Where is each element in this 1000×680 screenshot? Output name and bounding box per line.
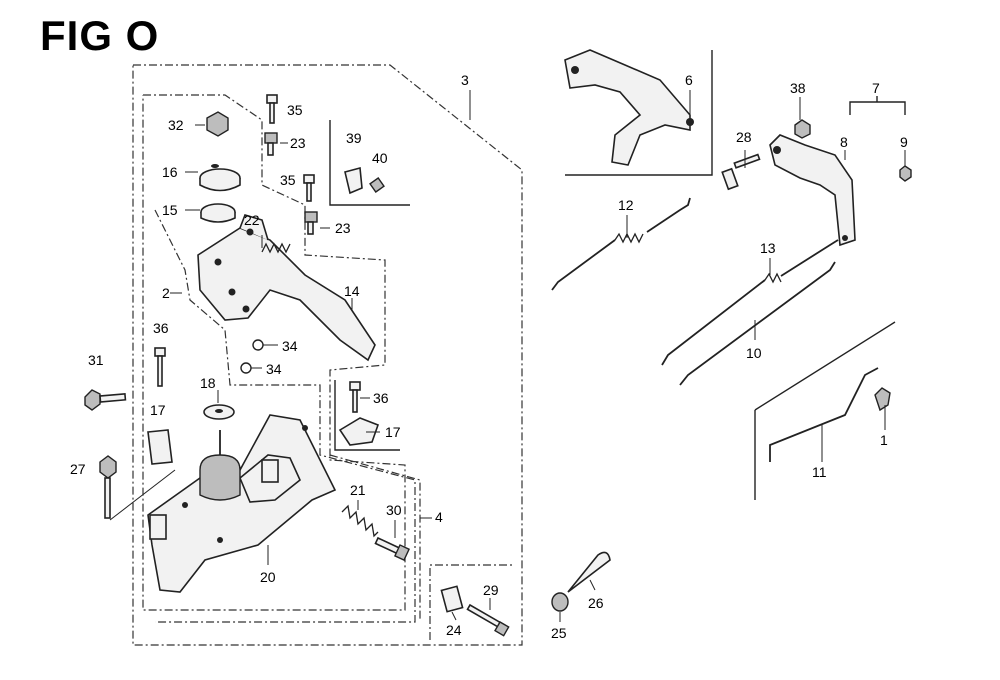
callout-31: 31 bbox=[88, 352, 104, 368]
callout-21: 21 bbox=[350, 482, 366, 498]
knob-grip-26 bbox=[567, 551, 611, 593]
callout-36a: 36 bbox=[153, 320, 169, 336]
callout-6: 6 bbox=[685, 72, 693, 88]
cable-13 bbox=[661, 239, 839, 366]
callout-10: 10 bbox=[746, 345, 762, 361]
spring-22 bbox=[261, 242, 291, 254]
callout-22: 22 bbox=[244, 212, 260, 228]
callout-9: 9 bbox=[900, 134, 908, 150]
callout-17b: 17 bbox=[385, 424, 401, 440]
kit-box-24-29 bbox=[429, 564, 515, 640]
spring-wire-12 bbox=[551, 197, 691, 291]
washer-15 bbox=[200, 203, 236, 223]
cable-10 bbox=[679, 261, 836, 386]
base-plate-20 bbox=[147, 414, 337, 593]
bolt-27 bbox=[99, 455, 117, 519]
rod-11 bbox=[769, 367, 879, 462]
leader-lines bbox=[170, 90, 906, 622]
callout-16: 16 bbox=[162, 164, 178, 180]
bolt-35-lower bbox=[303, 174, 315, 202]
callout-30: 30 bbox=[386, 502, 402, 518]
bolt-35-upper bbox=[266, 94, 278, 124]
callout-35b: 35 bbox=[280, 172, 296, 188]
nut-9 bbox=[899, 165, 912, 182]
callout-25: 25 bbox=[551, 625, 567, 641]
nut-32 bbox=[206, 111, 229, 137]
callout-14: 14 bbox=[344, 283, 360, 299]
callout-38: 38 bbox=[790, 80, 806, 96]
assembly-outline-4 bbox=[329, 454, 421, 620]
assembly-outline-2 bbox=[142, 94, 406, 611]
callout-12: 12 bbox=[618, 197, 634, 213]
callout-34a: 34 bbox=[282, 338, 298, 354]
kit-box-17-36 bbox=[334, 380, 400, 451]
cable-clamp-17-left bbox=[147, 429, 173, 465]
lever-subassembly-outline bbox=[154, 209, 416, 623]
callout-8: 8 bbox=[840, 134, 848, 150]
rubber-mount bbox=[199, 430, 241, 501]
spring-21 bbox=[341, 504, 379, 538]
clip-1 bbox=[874, 387, 891, 412]
callout-40: 40 bbox=[372, 150, 388, 166]
callout-32: 32 bbox=[168, 117, 184, 133]
callout-35a: 35 bbox=[287, 102, 303, 118]
collar-24 bbox=[440, 585, 464, 613]
callout-2: 2 bbox=[162, 285, 170, 301]
cable-clamp-17-right bbox=[338, 417, 380, 446]
callout-4: 4 bbox=[435, 509, 443, 525]
control-arm-8 bbox=[769, 134, 856, 247]
callout-23a: 23 bbox=[290, 135, 306, 151]
assembly-outline-3 bbox=[132, 64, 523, 646]
bolt-23-upper bbox=[264, 132, 278, 156]
bracket-6 bbox=[564, 49, 694, 166]
kit-box-39-40 bbox=[329, 120, 410, 206]
callout-39: 39 bbox=[346, 130, 362, 146]
callout-1: 1 bbox=[880, 432, 888, 448]
callout-11: 11 bbox=[812, 464, 827, 480]
callout-7: 7 bbox=[872, 80, 880, 96]
bolt-36-right bbox=[349, 381, 361, 413]
callout-29: 29 bbox=[483, 582, 499, 598]
bolt-30 bbox=[374, 536, 410, 562]
callout-36b: 36 bbox=[373, 390, 389, 406]
joint-39 bbox=[344, 166, 363, 195]
callout-26: 26 bbox=[588, 595, 604, 611]
clip-34-lower bbox=[240, 362, 262, 374]
callout-18: 18 bbox=[200, 375, 216, 391]
kit-box-6 bbox=[565, 50, 713, 176]
figure-title: FIG O bbox=[40, 12, 160, 59]
callout-15: 15 bbox=[162, 202, 178, 218]
friction-disc-16 bbox=[199, 164, 241, 192]
callout-labels: 3 6 7 8 9 28 38 12 13 10 11 1 32 35 23 3… bbox=[70, 72, 908, 641]
bolt-36-left bbox=[154, 347, 166, 387]
bracket-7 bbox=[849, 101, 906, 115]
bolt-29 bbox=[466, 603, 510, 637]
knob-25 bbox=[551, 592, 569, 612]
control-lever-14 bbox=[197, 214, 376, 362]
callout-20: 20 bbox=[260, 569, 276, 585]
callout-23b: 23 bbox=[335, 220, 351, 236]
clip-34-upper bbox=[252, 339, 278, 351]
nut-38 bbox=[794, 119, 811, 139]
callout-27: 27 bbox=[70, 461, 86, 477]
callout-28: 28 bbox=[736, 129, 752, 145]
callout-3: 3 bbox=[461, 72, 469, 88]
bolt-28 bbox=[721, 153, 761, 191]
bolt-23-lower bbox=[304, 211, 318, 235]
kit-box-11 bbox=[754, 321, 896, 411]
callout-17a: 17 bbox=[150, 402, 166, 418]
callout-24: 24 bbox=[446, 622, 462, 638]
mount-18 bbox=[203, 404, 235, 420]
callout-13: 13 bbox=[760, 240, 776, 256]
screw-40 bbox=[369, 177, 385, 193]
callout-34b: 34 bbox=[266, 361, 282, 377]
bolt-31 bbox=[84, 389, 127, 411]
